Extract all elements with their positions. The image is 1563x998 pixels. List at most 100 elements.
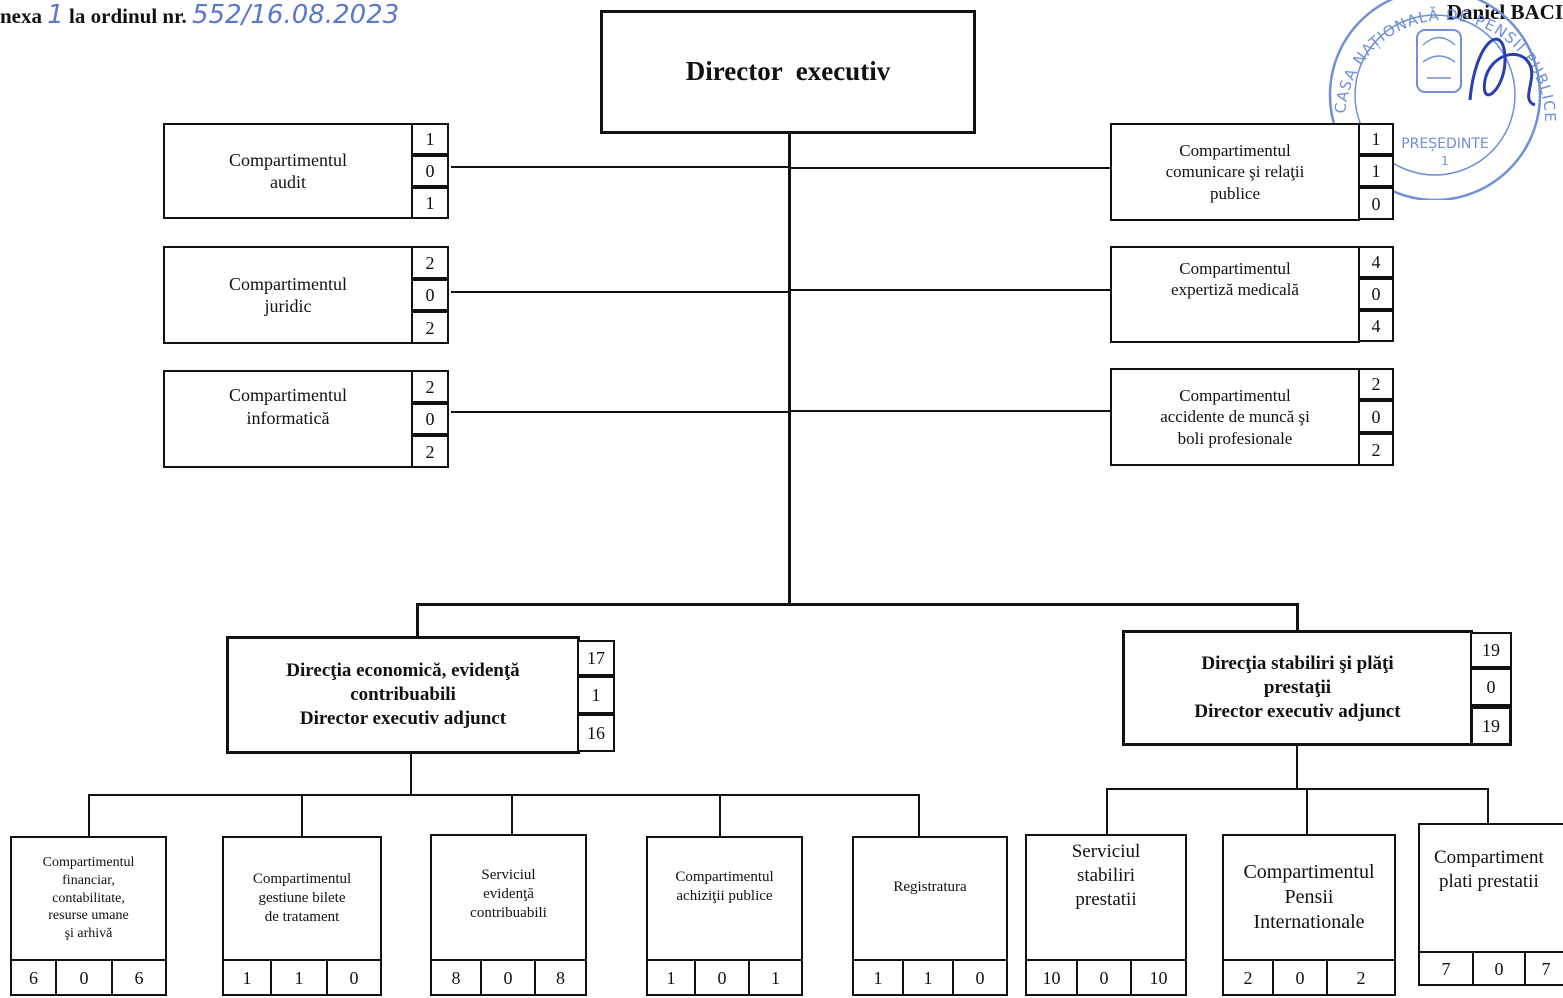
link-accidente [789,410,1110,412]
drop-sub-3 [511,794,513,836]
compartment-expertiza: Compartimentul expertiză medicală [1110,246,1360,343]
count-execution: 0 [952,959,1008,996]
compartment-informatica: Compartimentul informatică [163,370,413,468]
direction-label: Direcţia stabiliri şi plăţi prestaţii Di… [1194,653,1401,722]
count-execution: 2 [411,435,449,468]
drop-sub-6 [1106,788,1108,834]
count-total: 2 [1222,959,1274,996]
count-execution: 2 [1326,959,1396,996]
count-total: 1 [1358,123,1394,155]
unit-registratura: Registratura [852,836,1008,961]
count-management: 1 [577,676,615,714]
unit-label: Compartimentul financiar, contabilitate,… [42,854,135,942]
count-total: 6 [10,959,57,996]
link-juridic [451,291,791,293]
drop-sub-7 [1306,788,1308,834]
unit-pensii-internationale: Compartimentul Pensii Internationale [1222,834,1396,961]
count-execution: 6 [111,959,167,996]
count-management: 1 [902,959,954,996]
left-branch-bar [88,794,920,796]
drop-sub-8 [1487,788,1489,824]
count-total: 1 [222,959,272,996]
count-total: 2 [411,370,449,403]
compartment-comunicare: Compartimentul comunicare şi relaţii pub… [1110,123,1360,221]
drop-sub-5 [918,794,920,836]
count-management: 0 [1076,959,1132,996]
unit-achizitii: Compartimentul achiziţii publice [646,836,803,961]
signatory-name: Daniel BACI [1446,0,1563,24]
link-direction-right [1296,603,1299,631]
count-execution: 1 [411,187,449,219]
count-execution: 7 [1524,951,1563,986]
compartment-label: Compartimentul informatică [229,385,347,428]
compartment-label: Compartimentul audit [229,149,347,193]
count-management: 0 [1470,668,1512,706]
compartment-accidente: Compartimentul accidente de muncă şi bol… [1110,368,1360,466]
link-comunicare [789,167,1110,169]
count-total: 8 [430,959,482,996]
compartment-label: Compartimentul comunicare şi relaţii pub… [1165,141,1305,203]
count-management: 1 [270,959,328,996]
link-informatica [451,411,791,413]
count-total: 10 [1025,959,1078,996]
signature-scribble [1468,37,1536,107]
count-total: 2 [411,246,449,279]
link-audit [451,166,791,168]
compartment-juridic: Compartimentul juridic [163,246,413,344]
order-label: la ordinul nr. [69,4,187,28]
count-management: 0 [411,155,449,187]
unit-stabiliri: Serviciul stabiliri prestatii [1025,834,1187,961]
stamp-arc-text: CASA NAȚIONALĂ DE PENSII PUBLICE [1331,5,1558,123]
count-execution: 2 [1358,433,1394,466]
annex-number-handwritten: 1 [47,0,64,30]
count-total: 17 [577,640,615,676]
direction-label: Direcţia economică, evidenţă contribuabi… [286,660,520,729]
count-execution: 0 [1358,187,1394,220]
count-execution: 8 [534,959,587,996]
annex-header: nexa 1 la ordinul nr. 552/16.08.2023 [0,0,399,30]
unit-label: Serviciul stabiliri prestatii [1071,841,1141,910]
directions-bar [416,603,1299,606]
count-management: 0 [1358,278,1394,310]
count-management: 0 [694,959,750,996]
count-total: 4 [1358,246,1394,278]
count-management: 0 [411,279,449,311]
unit-label: Compartimentul gestiune bilete de tratam… [252,871,352,925]
svg-text:CASA NAȚIONALĂ DE PENSII PUBLI: CASA NAȚIONALĂ DE PENSII PUBLICE [1331,5,1559,123]
right-branch-stem [1296,745,1298,789]
compartment-label: Compartimentul expertiză medicală [1171,259,1299,300]
count-management: 0 [1272,959,1328,996]
director-box: Director executiv [600,10,976,134]
link-expertiza [789,289,1110,291]
count-total: 7 [1418,951,1474,986]
count-total: 2 [1358,368,1394,400]
count-total: 19 [1470,632,1512,668]
order-number-handwritten: 552/16.08.2023 [191,0,400,30]
count-total: 1 [646,959,696,996]
unit-bilete: Compartimentul gestiune bilete de tratam… [222,836,382,961]
count-execution: 10 [1130,959,1187,996]
unit-label: Compartimentul achiziţii publice [675,869,774,904]
count-execution: 2 [411,311,449,344]
drop-sub-4 [719,794,721,836]
unit-evidenta: Serviciul evidenţă contribuabili [430,834,587,961]
stamp-center-number: 1 [1441,154,1449,168]
count-management: 0 [411,403,449,435]
count-execution: 4 [1358,310,1394,342]
drop-sub-2 [301,794,303,836]
compartment-label: Compartimentul juridic [229,273,347,317]
main-trunk-line [788,134,791,604]
director-title: Director executiv [685,56,891,87]
drop-sub-1 [88,794,90,836]
right-branch-bar [1106,788,1489,790]
count-execution: 16 [577,714,615,752]
count-management: 0 [480,959,536,996]
count-management: 0 [1358,400,1394,433]
count-management: 1 [1358,155,1394,187]
unit-label: Compartiment plati prestatii [1434,847,1544,892]
count-management: 0 [1472,951,1526,986]
stamp-center-title: PREȘEDINTE [1401,136,1489,152]
official-stamp-seal: CASA NAȚIONALĂ DE PENSII PUBLICE PREȘEDI… [1328,0,1559,200]
left-branch-stem [410,753,412,795]
